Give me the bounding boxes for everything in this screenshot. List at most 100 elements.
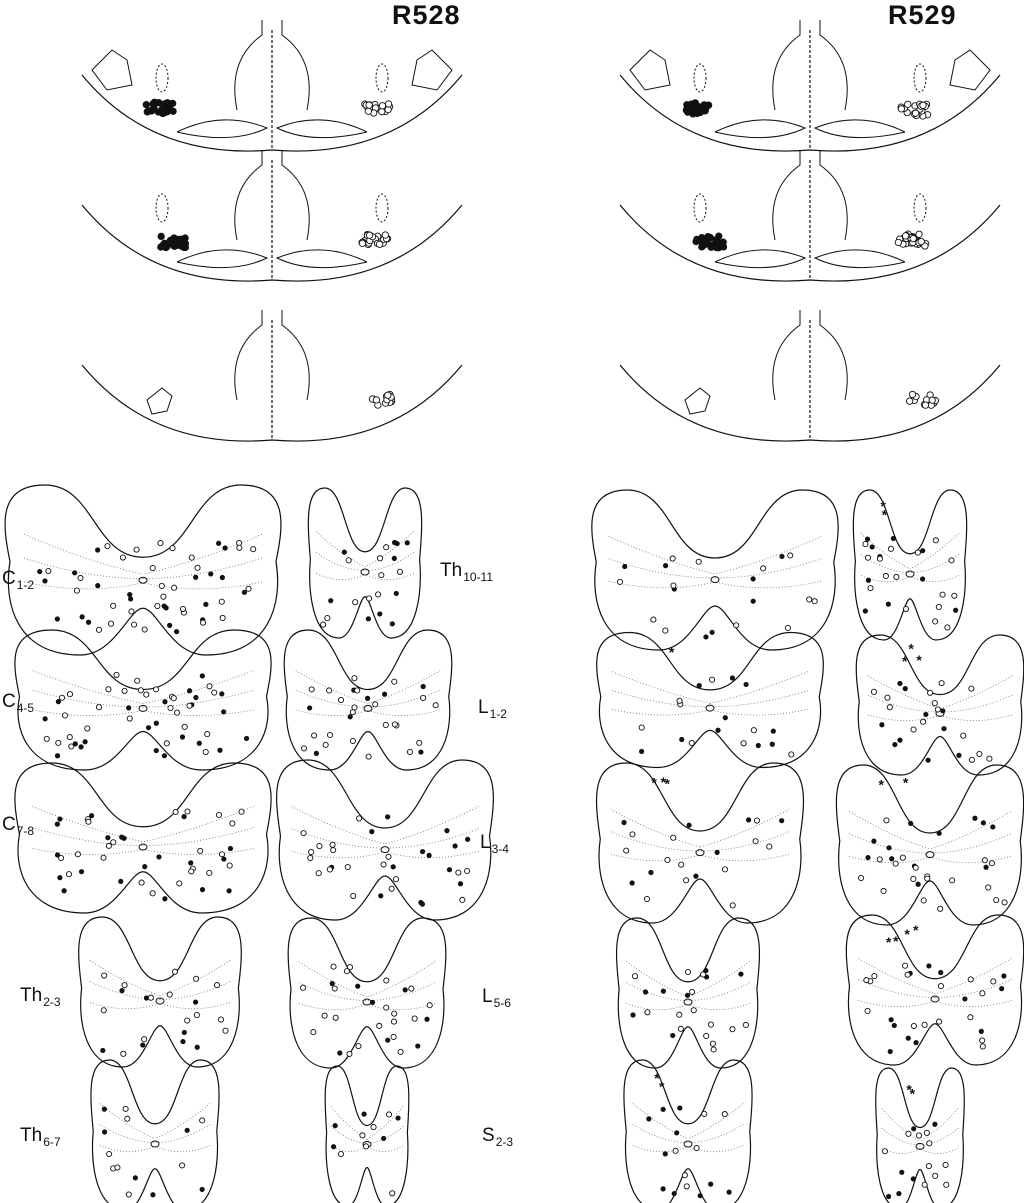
cord-outline [325, 1066, 409, 1203]
open-cell [710, 1041, 715, 1046]
open-cell [427, 1003, 432, 1008]
lamina-line [292, 851, 386, 858]
open-cell [701, 972, 706, 977]
open-cell [980, 1038, 985, 1043]
open-cell [696, 559, 701, 564]
lamina-line [368, 671, 440, 704]
asterisk-cell: * [878, 776, 884, 792]
lamina-line [24, 582, 143, 589]
open-cell [929, 397, 935, 403]
open-cell [863, 541, 868, 546]
open-cell [785, 625, 790, 630]
asterisk-cell: * [904, 926, 910, 942]
filled-cell [126, 705, 131, 710]
filled-cell [643, 989, 648, 994]
filled-cell [195, 1045, 200, 1050]
lamina-line [367, 962, 435, 997]
open-cell [200, 620, 205, 625]
filled-cell [694, 236, 700, 242]
open-cell [207, 684, 212, 689]
open-cell [927, 1141, 932, 1146]
open-cell [702, 1111, 707, 1116]
filled-cell [686, 823, 691, 828]
filled-cell [1001, 973, 1006, 978]
open-cell [107, 1151, 112, 1156]
filled-cell [698, 108, 704, 114]
tract-outline [277, 120, 367, 138]
open-cell [352, 676, 357, 681]
tract-outline [177, 250, 267, 268]
open-cell [371, 1124, 376, 1129]
filled-cell [646, 1116, 651, 1121]
filled-cell [220, 575, 225, 580]
filled-cell [219, 691, 224, 696]
filled-cell [392, 556, 397, 561]
filled-cell [751, 599, 756, 604]
lateral-nucleus [630, 50, 670, 90]
lamina-line [292, 806, 386, 844]
filled-cell [405, 540, 410, 545]
filled-cell [896, 1191, 901, 1196]
open-cell [330, 842, 335, 847]
open-cell [645, 1010, 650, 1015]
open-cell [902, 963, 907, 968]
filled-cell [865, 855, 870, 860]
filled-cell [937, 831, 942, 836]
filled-cell [222, 545, 227, 550]
open-cell [194, 1012, 199, 1017]
lamina-line [920, 1148, 958, 1154]
filled-cell [140, 1042, 145, 1047]
asterisk-cell: * [665, 776, 671, 792]
filled-cell [424, 1017, 429, 1022]
open-cell [940, 592, 945, 597]
filled-cell [154, 721, 159, 726]
open-cell [767, 844, 772, 849]
open-cell [381, 862, 386, 867]
open-cell [325, 615, 330, 620]
filled-cell [981, 820, 986, 825]
filled-cell [415, 1043, 420, 1048]
filled-cell [938, 970, 943, 975]
filled-cell [170, 236, 176, 242]
open-cell [665, 857, 670, 862]
lamina-line [24, 558, 143, 578]
filled-cell [908, 821, 913, 826]
cord-outline [846, 915, 1023, 1065]
open-cell [138, 688, 143, 693]
central-canal [906, 571, 914, 577]
filled-cell [723, 715, 728, 720]
open-cell [246, 586, 251, 591]
open-cell [360, 1133, 365, 1138]
open-cell [417, 740, 422, 745]
ventricle-wall [773, 310, 800, 400]
filled-cell [221, 709, 226, 714]
open-cell [122, 983, 127, 988]
open-cell [968, 1015, 973, 1020]
open-cell [366, 754, 371, 759]
lamina-line [299, 1004, 367, 1010]
open-cell [356, 1044, 361, 1049]
filled-cell [83, 739, 88, 744]
open-cell [383, 722, 388, 727]
open-cell [961, 733, 966, 738]
filled-cell [458, 881, 463, 886]
open-cell [877, 556, 882, 561]
open-cell [139, 880, 144, 885]
filled-cell [208, 571, 213, 576]
filled-cell [143, 101, 149, 107]
ventricle-wall [820, 20, 847, 110]
open-cell [142, 1037, 147, 1042]
asterisk-cell: * [886, 934, 892, 950]
open-cell [905, 972, 910, 977]
open-cell [86, 819, 91, 824]
filled-cell [447, 867, 452, 872]
filled-cell [983, 865, 988, 870]
lamina-line [688, 962, 750, 997]
filled-cell [663, 563, 668, 568]
open-cell [812, 599, 817, 604]
open-cell [753, 839, 758, 844]
lamina-line [368, 710, 440, 716]
filled-cell [118, 879, 123, 884]
filled-cell [465, 837, 470, 842]
open-cell [921, 898, 926, 903]
